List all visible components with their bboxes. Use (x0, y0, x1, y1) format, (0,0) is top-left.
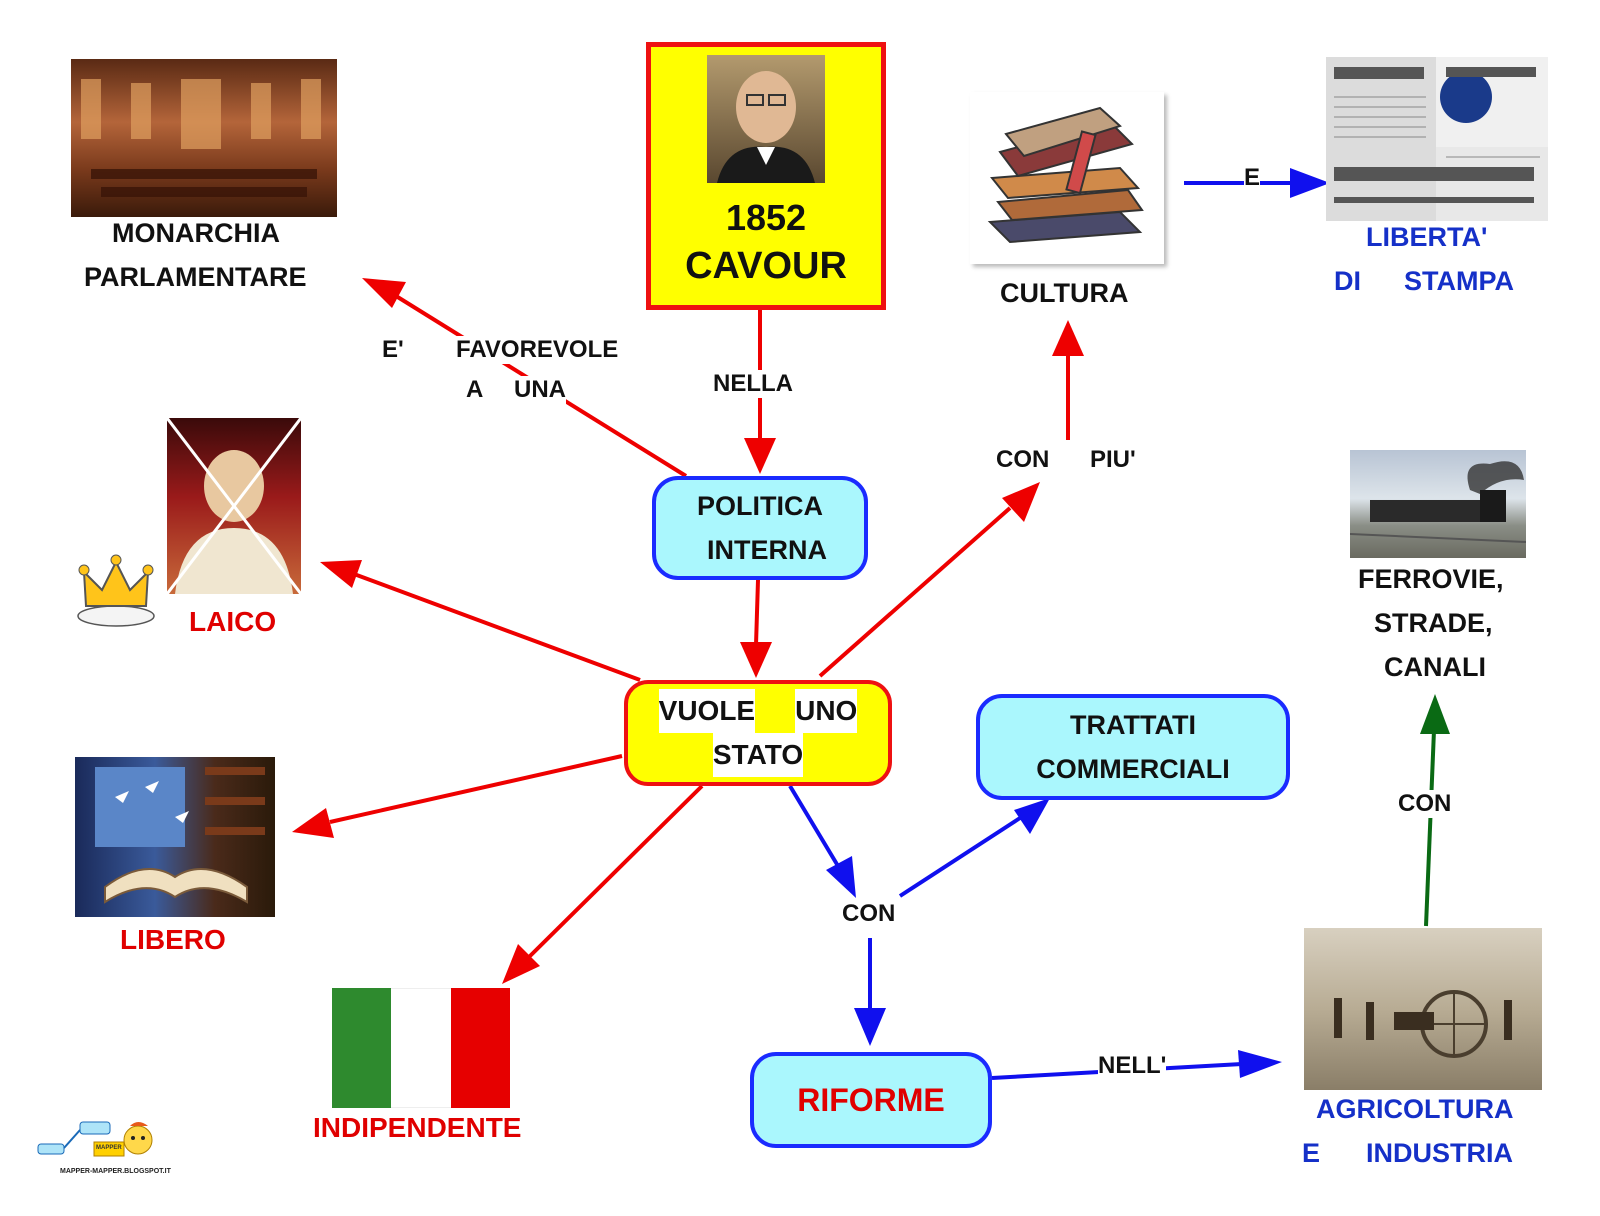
link-favorevole: FAVOREVOLE (456, 336, 619, 364)
trattati-line1: TRATTATI (1070, 710, 1196, 740)
newspapers-photo (1326, 57, 1548, 221)
arrowhead (362, 278, 406, 308)
arrowhead (502, 944, 540, 984)
agricoltura-label-industria: INDUSTRIA (1366, 1138, 1513, 1168)
politica-line1: POLITICA (697, 491, 823, 521)
arrow-vuole-con (788, 784, 840, 868)
crown-icon (77, 554, 155, 627)
flag-red (450, 988, 510, 1108)
agricoltura-label: AGRICOLTURA (1316, 1094, 1514, 1124)
cavour-year: 1852 (725, 197, 807, 238)
flag-white (391, 988, 451, 1108)
pope-portrait-crossed (167, 418, 301, 594)
arrowhead (1014, 798, 1050, 834)
train-photo (1350, 450, 1526, 558)
libero-label: LIBERO (120, 924, 226, 955)
link-con-blue: CON (842, 900, 896, 928)
cavour-box: 1852 CAVOUR (646, 42, 886, 310)
arrow-vuole-indipendente (526, 784, 704, 960)
arrowhead (1002, 482, 1040, 522)
vuole-word: VUOLE (658, 689, 756, 733)
cultura-label: CULTURA (1000, 278, 1129, 308)
arrowhead (1290, 168, 1330, 198)
trattati-line2: COMMERCIALI (1036, 754, 1230, 784)
stato-word: STATO (712, 733, 804, 777)
riforme-box: RIFORME (750, 1052, 992, 1148)
flag-green (332, 988, 392, 1108)
riforme-label: RIFORME (797, 1081, 945, 1118)
arrowhead (854, 1008, 886, 1046)
logo-badge: MAPPER (96, 1145, 122, 1151)
portrait-icon (717, 71, 815, 183)
open-book-icon (75, 757, 275, 917)
liberta-label-stampa: STAMPA (1404, 266, 1514, 296)
cavour-name: CAVOUR (685, 245, 847, 287)
politica-interna-box: POLITICA INTERNA (652, 476, 868, 580)
arrowhead (826, 856, 856, 898)
arrowhead (292, 808, 334, 838)
link-e: E' (382, 336, 404, 364)
monarchia-label-2: PARLAMENTARE (84, 262, 307, 292)
arrowhead (1238, 1050, 1282, 1078)
link-una: UNA (514, 376, 566, 404)
logo-caption: MAPPER-MAPPER.BLOGSPOT.IT (60, 1168, 171, 1175)
farm-photo (1304, 928, 1542, 1090)
arrowhead (744, 438, 776, 474)
arrow-agricoltura-ferrovie (1424, 729, 1436, 927)
monarchia-label-1: MONARCHIA (112, 218, 280, 248)
portrait-photo (707, 55, 825, 183)
books-icon (970, 92, 1164, 264)
arrow-vuole-libero (329, 754, 623, 824)
laico-label: LAICO (189, 606, 277, 637)
arrowhead (320, 560, 362, 588)
liberta-label-1: LIBERTA' (1366, 222, 1488, 252)
liberta-label-di: DI (1334, 266, 1361, 296)
link-con-piu-a: CON (996, 446, 1050, 474)
ferrovie-label-1: FERROVIE, (1358, 564, 1504, 594)
italian-flag (332, 988, 510, 1108)
arrowhead (1052, 320, 1084, 356)
link-e-blue: E (1244, 164, 1261, 192)
ferrovie-label-3: CANALI (1384, 652, 1486, 682)
ferrovie-label-2: STRADE, (1374, 608, 1493, 638)
arrowhead (1420, 694, 1450, 734)
arrow-vuole-laico (353, 572, 641, 682)
arrow-con-trattati (898, 816, 1022, 898)
mapper-logo: MAPPER MAPPER-MAPPER.BLOGSPOT.IT (36, 1118, 176, 1182)
link-nell: NELL' (1098, 1052, 1167, 1080)
link-con-green: CON (1398, 790, 1452, 818)
arrow-vuole-piu (818, 506, 1012, 678)
link-a: A (466, 376, 484, 404)
agricoltura-label-e: E (1302, 1138, 1321, 1168)
uno-word: UNO (795, 689, 858, 733)
link-con-piu-b: PIU' (1090, 446, 1136, 474)
vuole-uno-stato-box: VUOLE UNO STATO (624, 680, 892, 786)
link-nella: NELLA (713, 370, 793, 398)
parliament-photo (71, 59, 337, 217)
trattati-box: TRATTATI COMMERCIALI (976, 694, 1290, 800)
indipendente-label: INDIPENDENTE (313, 1112, 522, 1143)
arrowhead (740, 642, 772, 678)
arrow-politica-vuole (754, 579, 760, 646)
politica-line2: INTERNA (707, 535, 827, 565)
